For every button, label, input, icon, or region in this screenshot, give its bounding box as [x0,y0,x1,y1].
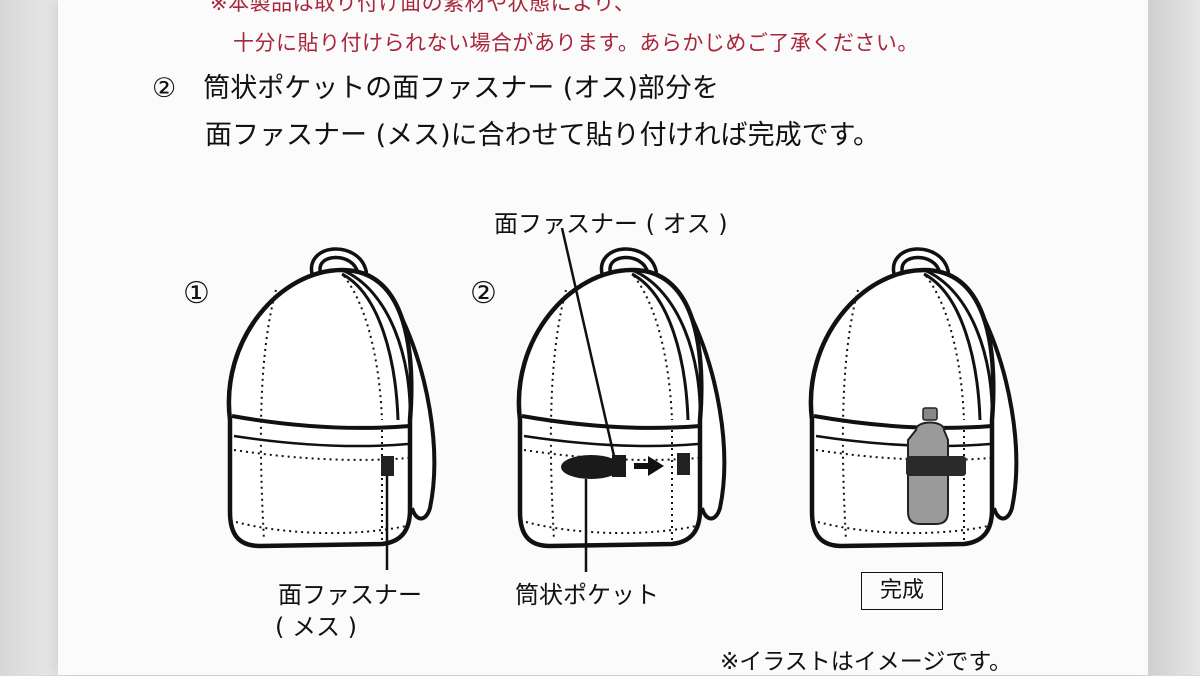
female-fastener-patch-1 [381,456,394,476]
notice-line-1: ※本製品は取り付け面の素材や状態により、 [210,0,636,15]
figure-1-number: ① [183,276,210,311]
footnote: ※イラストはイメージです。 [720,649,1013,675]
notice-line-2: 十分に貼り付けられない場合があります。あらかじめご了承ください。 [233,31,919,55]
male-fastener-patch [612,455,626,477]
label-female-fastener: 面ファスナー [278,581,422,609]
background-edge-right [1148,0,1200,675]
backpack-step-2 [519,253,724,546]
step2-line-2: 面ファスナー (メス)に合わせて貼り付ければ完成です。 [205,120,880,151]
background-edge-left [0,0,58,675]
label-tube-pocket: 筒状ポケット [515,581,659,609]
backpack-step-1 [229,253,434,546]
female-fastener-patch-2 [677,453,690,475]
figure-2-number: ② [470,276,497,311]
tube-pocket-shape [561,455,621,479]
label-female-fastener-sub: ( メス ) [275,613,357,641]
bottle-in-pocket [906,407,966,525]
attach-arrow [648,456,664,476]
label-complete-box: 完成 [861,572,943,610]
label-male-fastener: 面ファスナー ( オス ) [494,210,728,238]
step2-line-1: ② 筒状ポケットの面ファスナー (オス)部分を [152,73,719,104]
